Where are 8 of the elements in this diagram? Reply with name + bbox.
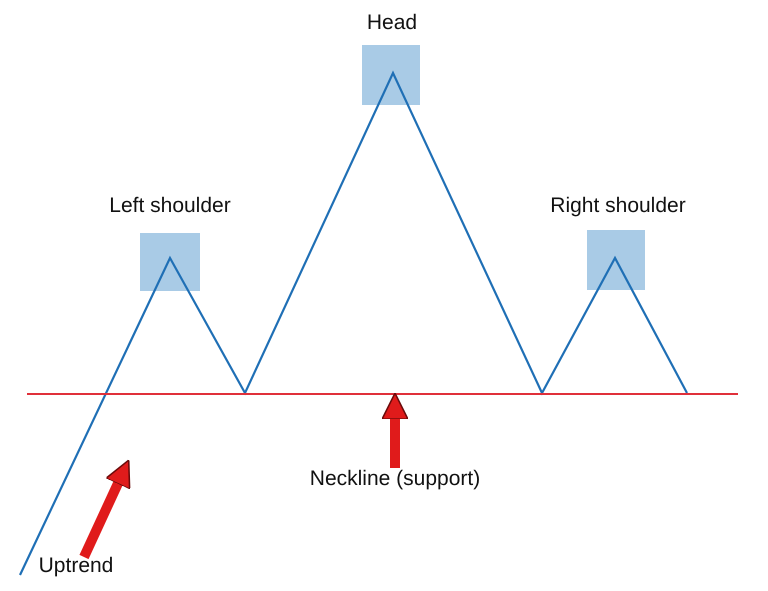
arrow: [79, 459, 130, 560]
peak-label: Left shoulder: [108, 193, 232, 219]
neckline: [27, 393, 738, 395]
peak-label: Head: [366, 10, 418, 36]
arrow: [381, 392, 409, 468]
peak-label: Right shoulder: [549, 193, 687, 219]
annotation-text: Uptrend: [36, 553, 116, 579]
annotation-text: Neckline (support): [300, 466, 490, 492]
